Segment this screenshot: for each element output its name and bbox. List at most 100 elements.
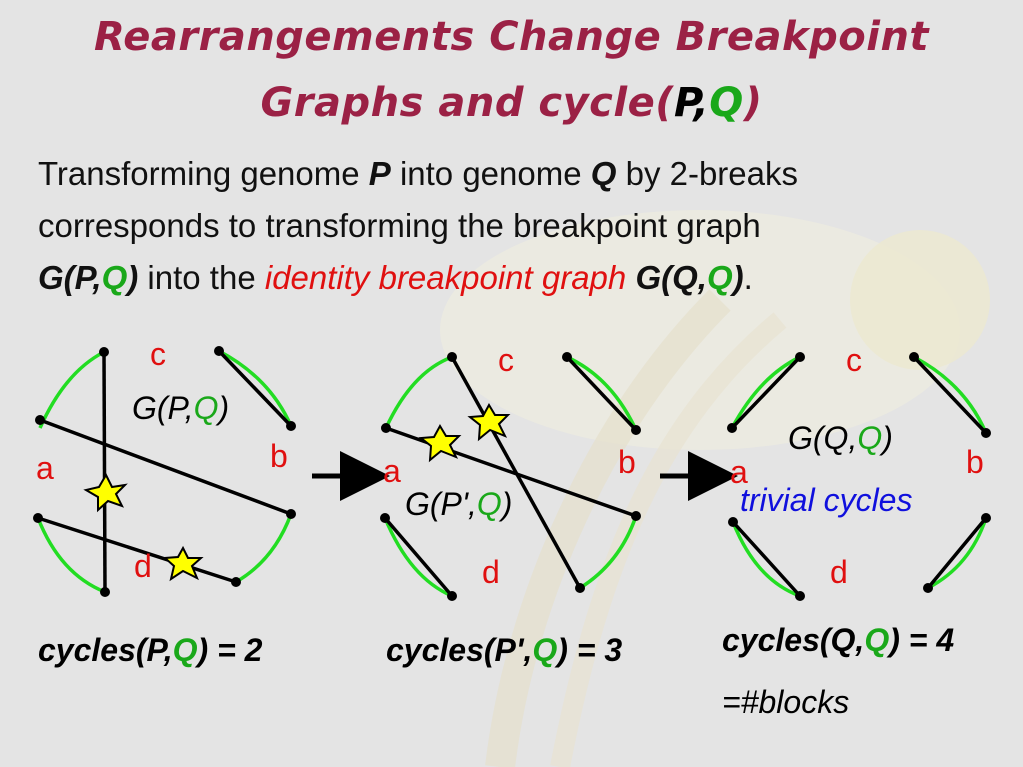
cycles-count-1-q: Q	[172, 632, 198, 668]
star-icon	[83, 472, 128, 513]
cycles-count-3-post: ) = 4	[889, 622, 955, 658]
intro-paragraph: Transforming genome P into genome Q by 2…	[38, 148, 1008, 304]
node	[99, 347, 109, 357]
cycles-count-3-q: Q	[864, 622, 890, 658]
graph-name-1-close: )	[218, 390, 230, 426]
black-edge	[37, 516, 237, 584]
intro-identity: identity breakpoint graph	[264, 259, 627, 296]
black-edge	[731, 520, 802, 598]
title-line-2: Graphs and cycle(P,Q)	[0, 70, 1023, 136]
node	[380, 513, 390, 523]
node	[631, 425, 641, 435]
cycles-count-2-post: ) = 3	[557, 632, 623, 668]
label-a-1: a	[36, 450, 54, 486]
node	[100, 587, 110, 597]
star-icon	[418, 423, 462, 463]
green-edge-bd	[579, 515, 638, 590]
intro-p: P	[368, 155, 391, 192]
graph-name-2-close: )	[501, 486, 513, 522]
node	[231, 577, 241, 587]
label-d-1: d	[134, 548, 152, 584]
label-a-2: a	[383, 453, 401, 489]
intro-text-5: into the	[138, 259, 265, 296]
black-edge	[565, 355, 638, 432]
green-edge-b	[913, 355, 988, 434]
label-d-3: d	[830, 554, 848, 590]
graph-name-3-close: )	[882, 420, 893, 456]
intro-gqq-pre: G(Q,	[635, 259, 707, 296]
intro-text-2: into genome	[390, 155, 591, 192]
node	[795, 591, 805, 601]
label-b-2: b	[618, 444, 636, 480]
graph-q-q	[727, 352, 991, 601]
title-line-2-text: Graphs and cycle(	[260, 80, 675, 126]
cycles-count-2: cycles(P',Q) = 3	[386, 634, 622, 666]
node	[286, 421, 296, 431]
graph-name-3-pre: G(Q,	[788, 420, 858, 456]
intro-gpq-pre: G(P,	[38, 259, 102, 296]
graph-p-q	[33, 346, 296, 597]
node	[727, 423, 737, 433]
green-edge-c	[38, 350, 105, 429]
cycles-count-2-q: Q	[532, 632, 558, 668]
node	[447, 352, 457, 362]
black-edge	[102, 351, 107, 593]
graph-name-2: G(P',Q)	[405, 488, 512, 520]
graph-name-2-pre: G(P',	[405, 486, 477, 522]
intro-gpq-close: )	[127, 259, 139, 296]
label-b-1: b	[270, 438, 288, 474]
intro-q: Q	[590, 155, 617, 192]
intro-gqq-close: )	[732, 259, 744, 296]
title-comma: ,	[693, 80, 710, 126]
green-edge-a	[383, 517, 453, 598]
intro-period: .	[743, 259, 753, 296]
graph-name-1-pre: G(P,	[132, 390, 194, 426]
black-edge	[730, 355, 802, 430]
cycles-count-2-pre: cycles(P',	[386, 632, 533, 668]
trivial-cycles-label: trivial cycles	[740, 482, 913, 518]
intro-text-4: corresponds to transforming the breakpoi…	[38, 207, 761, 244]
black-edge	[39, 418, 292, 516]
title-close: )	[743, 80, 763, 126]
node	[214, 346, 224, 356]
label-c-1: c	[150, 336, 166, 372]
label-b-3: b	[966, 444, 984, 480]
graph-name-2-q: Q	[476, 486, 502, 522]
label-c-3: c	[846, 342, 862, 378]
node	[981, 428, 991, 438]
green-edge-c	[384, 355, 453, 429]
node	[562, 352, 572, 362]
node	[381, 423, 391, 433]
graph-name-1: G(P,Q)	[132, 392, 229, 424]
black-edge	[926, 516, 988, 590]
node	[909, 352, 919, 362]
intro-text-1: Transforming genome	[38, 155, 369, 192]
label-c-2: c	[498, 342, 514, 378]
black-edge	[217, 349, 293, 428]
node	[447, 591, 457, 601]
green-edge-b	[218, 349, 293, 427]
cycles-count-1-post: ) = 2	[197, 632, 263, 668]
intro-text-3: by 2-breaks	[616, 155, 799, 192]
cycles-count-3: cycles(Q,Q) = 4	[722, 624, 954, 656]
slide-title: Rearrangements Change Breakpoint Graphs …	[0, 4, 1023, 136]
node	[631, 511, 641, 521]
star-icon	[162, 545, 204, 582]
title-q: Q	[709, 80, 744, 126]
star-icon	[467, 402, 511, 442]
node	[35, 415, 45, 425]
cycles-count-3-pre: cycles(Q,	[722, 622, 865, 658]
graph-name-3: G(Q,Q)	[788, 422, 893, 454]
intro-gpq-q: Q	[101, 259, 128, 296]
green-edge-bd	[235, 513, 293, 584]
title-line-1: Rearrangements Change Breakpoint	[93, 14, 930, 60]
graph-p-prime-q	[380, 352, 641, 601]
green-edge-c	[730, 355, 801, 429]
node	[575, 583, 585, 593]
node	[981, 513, 991, 523]
green-edge-a	[731, 521, 801, 598]
node	[728, 517, 738, 527]
green-edge-a	[36, 517, 106, 594]
cycles-count-1-pre: cycles(P,	[38, 632, 173, 668]
